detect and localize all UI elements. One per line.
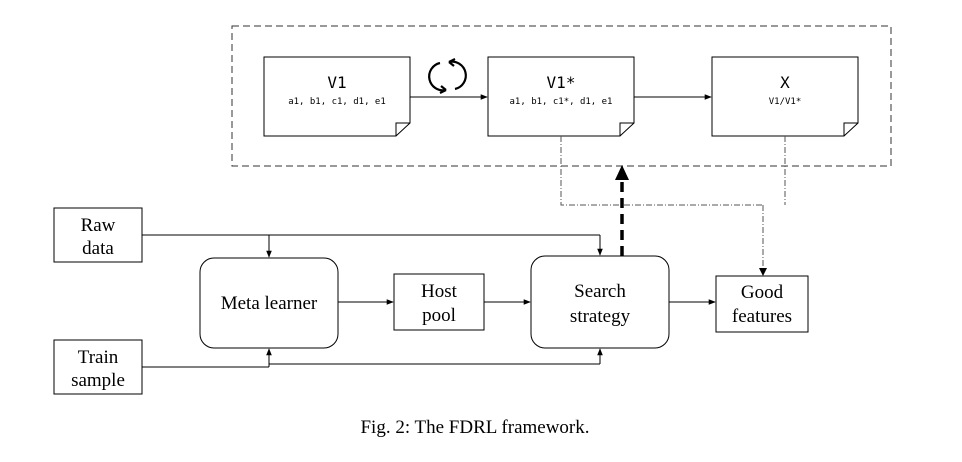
figure-caption: Fig. 2: The FDRL framework. xyxy=(360,417,589,438)
search-strategy-line-2: strategy xyxy=(570,306,631,327)
thick-dashed-arrow-head xyxy=(615,165,629,180)
host-pool-line-2: pool xyxy=(422,305,456,326)
host-pool-line-1: Host xyxy=(421,281,458,302)
search-strategy-box: Search strategy xyxy=(530,255,670,349)
good-features-line-1: Good xyxy=(741,282,784,303)
raw-data-line-1: Raw xyxy=(81,215,116,236)
good-features-box: Good features xyxy=(715,275,809,333)
train-sample-line-2: sample xyxy=(71,370,125,391)
document-v1-star: V1* a1, b1, c1*, d1, e1 xyxy=(487,56,635,137)
train-sample-connectors xyxy=(142,348,603,368)
document-x-title: X xyxy=(780,73,790,92)
train-sample-box: Train sample xyxy=(53,339,143,395)
raw-data-box: Raw data xyxy=(53,207,143,263)
raw-data-line-2: data xyxy=(82,238,114,259)
raw-data-connectors xyxy=(142,234,603,258)
search-strategy-line-1: Search xyxy=(574,281,626,302)
document-v1-title: V1 xyxy=(327,73,346,92)
dashdot-connectors xyxy=(560,136,786,270)
meta-learner-label: Meta learner xyxy=(221,293,318,314)
cycle-arrows-icon xyxy=(428,58,467,94)
document-x: X V1/V1* xyxy=(711,56,859,137)
document-v1-star-subtitle: a1, b1, c1*, d1, e1 xyxy=(510,97,613,107)
train-sample-line-1: Train xyxy=(78,347,119,368)
document-x-subtitle: V1/V1* xyxy=(769,97,802,107)
document-v1: V1 a1, b1, c1, d1, e1 xyxy=(263,56,411,137)
meta-learner-box: Meta learner xyxy=(199,257,339,349)
host-pool-box: Host pool xyxy=(393,273,485,331)
good-features-line-2: features xyxy=(732,306,792,327)
arrow-to-good-features-head xyxy=(759,268,767,276)
document-v1-subtitle: a1, b1, c1, d1, e1 xyxy=(288,97,386,107)
document-v1-star-title: V1* xyxy=(547,73,576,92)
